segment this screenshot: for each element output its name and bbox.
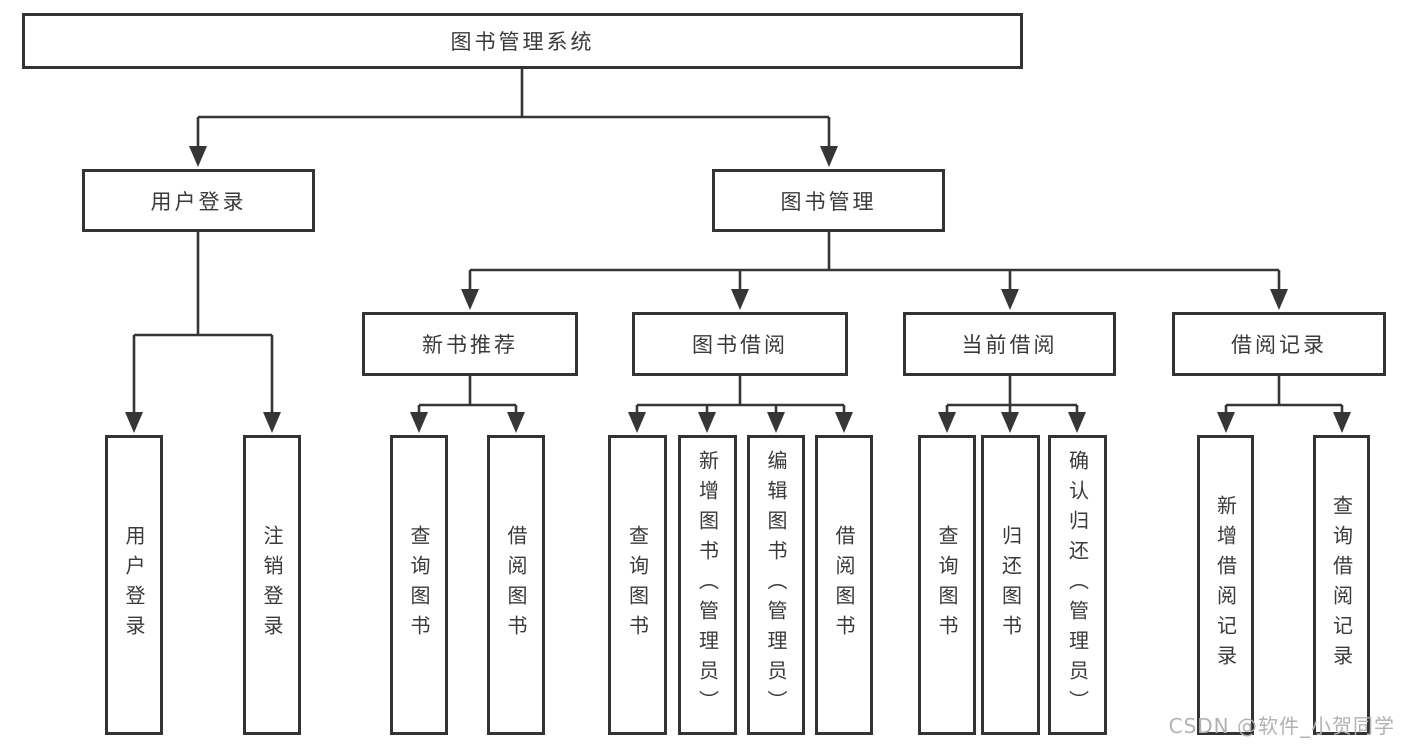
node-book-management-label: 图书管理 [780, 189, 877, 214]
leaf-add-books-admin: 新增图书（管理员） [678, 435, 737, 735]
node-book-borrow: 图书借阅 [632, 312, 848, 376]
node-new-book-recommend-label: 新书推荐 [422, 333, 518, 357]
leaf-borrow-books: 借阅图书 [815, 435, 873, 735]
node-user-login-label: 用户登录 [150, 189, 247, 214]
leaf-edit-books-admin: 编辑图书（管理员） [747, 435, 805, 735]
leaf-query-books-borrow: 查询图书 [608, 435, 667, 735]
leaf-label: 查询图书 [407, 525, 431, 645]
leaf-label: 新增借阅记录 [1213, 495, 1238, 675]
leaf-query-books-current: 查询图书 [918, 435, 976, 735]
leaf-label: 确认归还（管理员） [1065, 450, 1090, 720]
csdn-watermark: CSDN @软件_小贺同学 [1168, 714, 1395, 738]
leaf-label: 归还图书 [998, 525, 1023, 645]
node-book-management: 图书管理 [712, 169, 945, 232]
leaf-label: 编辑图书（管理员） [764, 450, 788, 720]
leaf-label: 借阅图书 [504, 525, 528, 645]
leaf-query-books-recommend: 查询图书 [390, 435, 448, 735]
node-new-book-recommend: 新书推荐 [362, 312, 578, 376]
node-borrow-records: 借阅记录 [1172, 312, 1386, 376]
node-current-borrow: 当前借阅 [903, 312, 1116, 376]
leaf-add-borrow-record: 新增借阅记录 [1197, 435, 1254, 735]
leaf-borrow-books-recommend: 借阅图书 [487, 435, 545, 735]
leaf-label: 用户登录 [122, 525, 146, 645]
leaf-return-books: 归还图书 [981, 435, 1040, 735]
leaf-logout: 注销登录 [243, 435, 301, 735]
leaf-label: 新增图书（管理员） [695, 450, 720, 720]
leaf-label: 查询图书 [625, 525, 650, 645]
node-borrow-records-label: 借阅记录 [1231, 333, 1327, 357]
leaf-label: 查询借阅记录 [1329, 495, 1354, 675]
leaf-label: 借阅图书 [832, 525, 856, 645]
leaf-label: 查询图书 [935, 525, 959, 645]
leaf-confirm-return-admin: 确认归还（管理员） [1048, 435, 1107, 735]
node-book-borrow-label: 图书借阅 [692, 333, 788, 357]
node-root: 图书管理系统 [22, 13, 1023, 69]
node-root-label: 图书管理系统 [450, 30, 595, 54]
leaf-query-borrow-record: 查询借阅记录 [1313, 435, 1370, 735]
node-current-borrow-label: 当前借阅 [961, 333, 1058, 357]
leaf-user-login: 用户登录 [105, 435, 163, 735]
node-user-login: 用户登录 [82, 169, 315, 232]
leaf-label: 注销登录 [260, 525, 284, 645]
